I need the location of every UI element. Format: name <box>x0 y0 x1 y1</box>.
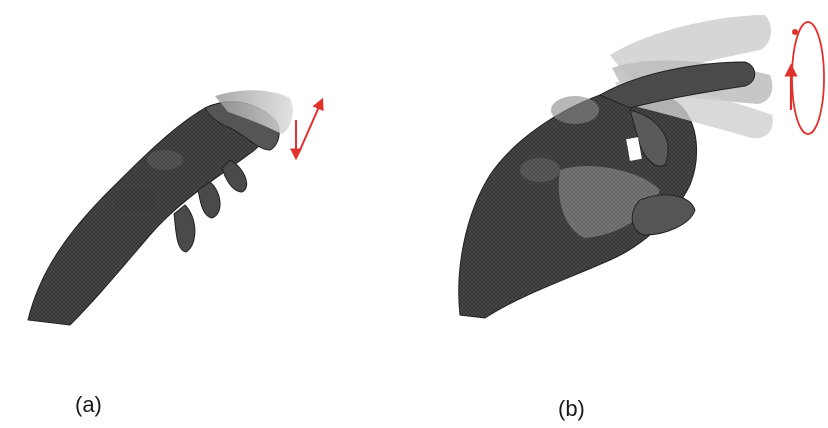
caption-b: (b) <box>558 396 585 422</box>
panel-a-hand <box>28 90 293 325</box>
panel-b-hand <box>459 15 773 318</box>
panel-a-motion-arrows <box>296 100 322 158</box>
panel-b-rotation-arrow <box>791 22 824 134</box>
caption-a: (a) <box>75 392 102 418</box>
